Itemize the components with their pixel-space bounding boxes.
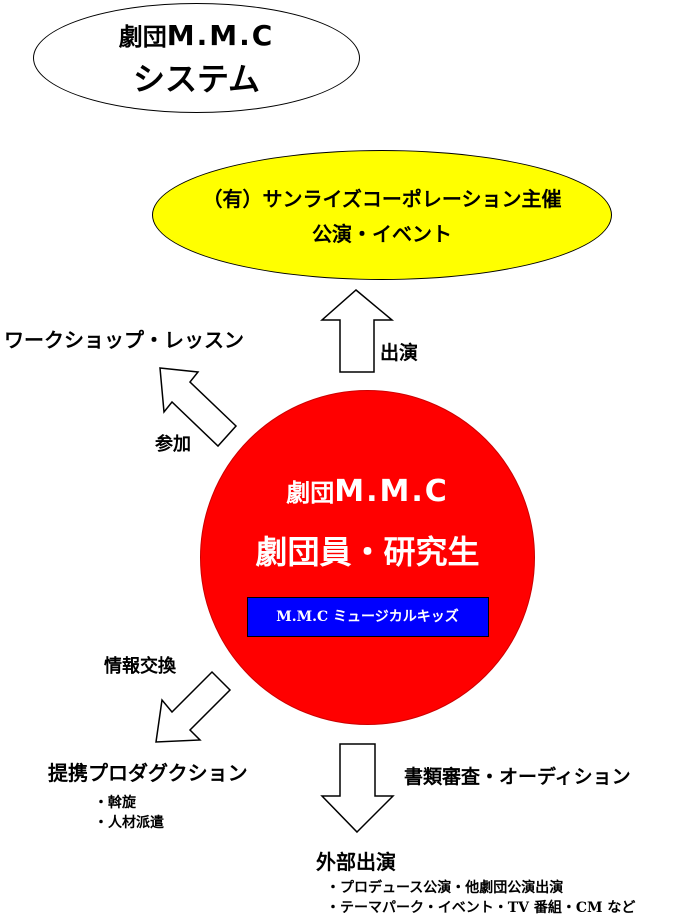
sunrise-line1: （有）サンライズコーポレーション主催 (202, 187, 562, 211)
label-sanka: 参加 (155, 434, 191, 455)
gaibu-item-1: ・プロデュース公演・他劇団公演出演 (326, 880, 564, 896)
up-arrow (320, 289, 395, 373)
production-arrow (155, 670, 232, 743)
title-ellipse: 劇団M.M.C システム (33, 3, 360, 113)
label-workshop: ワークショップ・レッスン (4, 328, 244, 352)
label-teikei: 提携プロダグクション (48, 761, 248, 785)
sunrise-ellipse: （有）サンライズコーポレーション主催 公演・イベント (152, 150, 612, 280)
center-line1: 劇団M.M.C (286, 473, 449, 509)
label-shutsuen: 出演 (380, 342, 419, 364)
teikei-item-1: ・斡旋 (94, 795, 136, 811)
teikei-item-2: ・人材派遣 (94, 815, 164, 831)
center-circle: 劇団M.M.C 劇団員・研究生 M.M.C ミュージカルキッズ (200, 390, 535, 725)
sunrise-line2: 公演・イベント (312, 222, 452, 246)
title-name: M.M.C (166, 18, 275, 52)
center-prefix: 劇団 (286, 477, 335, 507)
kids-box: M.M.C ミュージカルキッズ (246, 596, 489, 637)
down-arrow (320, 743, 395, 834)
center-name: M.M.C (334, 473, 449, 509)
title-prefix: 劇団 (118, 21, 167, 51)
label-shorui: 書類審査・オーディション (404, 766, 631, 788)
label-gaibu: 外部出演 (316, 850, 396, 874)
title-line1: 劇団M.M.C (119, 17, 275, 52)
gaibu-item-2: ・テーマパーク・イベント・TV 番組・CM など (326, 900, 636, 916)
title-line2: システム (132, 59, 261, 98)
label-jouhou: 情報交換 (104, 656, 176, 677)
workshop-arrow (159, 367, 238, 448)
center-line2: 劇団員・研究生 (255, 532, 480, 571)
